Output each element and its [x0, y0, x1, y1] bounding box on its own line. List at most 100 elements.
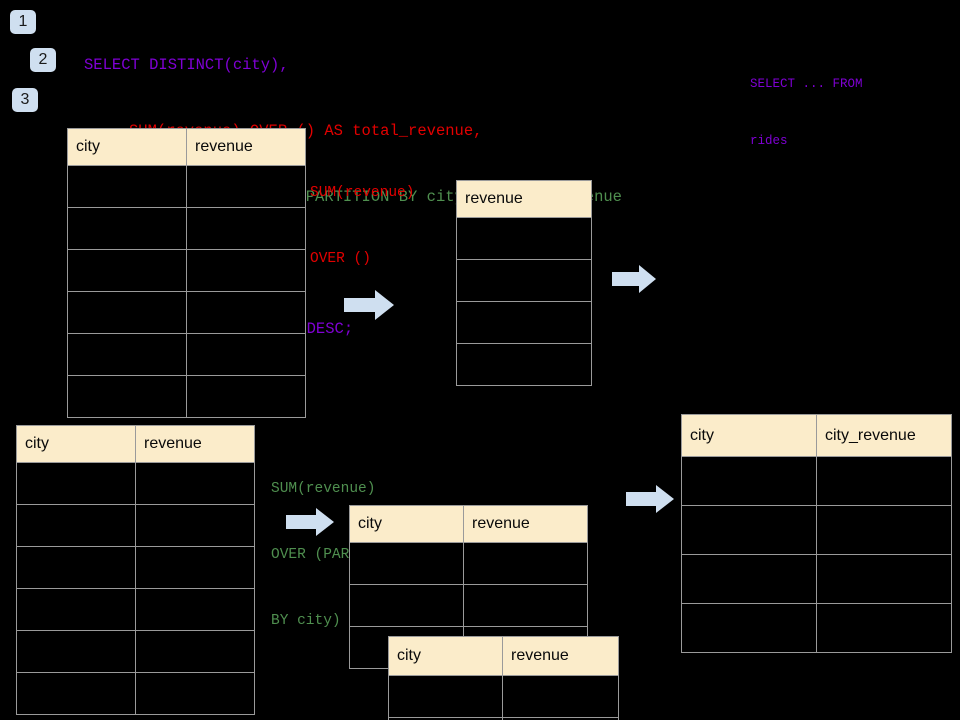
annotation-sum-over-empty-line-2: OVER () — [310, 251, 371, 267]
table-row[interactable] — [456, 301, 592, 344]
table-source-top-header-row: city revenue — [67, 128, 306, 166]
cell[interactable] — [816, 603, 952, 653]
cell[interactable] — [456, 301, 592, 344]
table-total-revenue: revenue — [456, 180, 592, 386]
arrow-total-to-result-icon — [612, 265, 656, 293]
side-note-line-1: SELECT ... FROM — [750, 77, 863, 91]
table-result-header-row: city city_revenue — [681, 414, 952, 457]
cell[interactable] — [67, 165, 187, 208]
step-badge-2[interactable]: 2 — [30, 48, 56, 72]
table-row[interactable] — [67, 249, 306, 292]
table-partition-front: city revenue — [388, 636, 619, 720]
cell[interactable] — [456, 217, 592, 260]
table-partition-back-header-row: city revenue — [349, 505, 588, 543]
cell[interactable] — [681, 505, 817, 555]
arrow-source-to-total-icon — [344, 290, 394, 320]
cell[interactable] — [502, 717, 619, 720]
cell[interactable] — [816, 505, 952, 555]
table-partition-back-header-revenue: revenue — [463, 505, 588, 543]
table-result: city city_revenue — [681, 414, 952, 653]
table-partition-front-header-row: city revenue — [388, 636, 619, 676]
table-row[interactable] — [456, 217, 592, 260]
table-row[interactable] — [16, 462, 255, 505]
cell[interactable] — [816, 554, 952, 604]
cell[interactable] — [67, 291, 187, 334]
cell[interactable] — [186, 375, 306, 418]
cell[interactable] — [349, 584, 464, 627]
table-source-bottom-header-row: city revenue — [16, 425, 255, 463]
table-row[interactable] — [681, 554, 952, 604]
cell[interactable] — [16, 504, 136, 547]
table-source-bottom: city revenue — [16, 425, 255, 715]
cell[interactable] — [456, 343, 592, 386]
table-partition-front-header-city: city — [388, 636, 503, 676]
annotation-sum-over-empty: SUM(revenue) OVER () — [310, 138, 414, 314]
table-row[interactable] — [456, 259, 592, 302]
cell[interactable] — [463, 584, 588, 627]
table-row[interactable] — [349, 542, 588, 585]
cell[interactable] — [135, 588, 255, 631]
cell[interactable] — [186, 249, 306, 292]
cell[interactable] — [456, 259, 592, 302]
cell[interactable] — [186, 291, 306, 334]
cell[interactable] — [681, 456, 817, 506]
arrow-partition-to-result-icon — [626, 485, 674, 513]
step-badge-3[interactable]: 3 — [12, 88, 38, 112]
table-row[interactable] — [456, 343, 592, 386]
table-source-top-header-revenue: revenue — [186, 128, 306, 166]
side-note-select-from-rides: SELECT ... FROM rides — [750, 37, 863, 189]
cell[interactable] — [16, 462, 136, 505]
cell[interactable] — [135, 546, 255, 589]
cell[interactable] — [135, 504, 255, 547]
cell[interactable] — [16, 672, 136, 715]
cell[interactable] — [349, 542, 464, 585]
cell[interactable] — [816, 456, 952, 506]
cell[interactable] — [463, 542, 588, 585]
cell[interactable] — [16, 630, 136, 673]
sql-line-select: SELECT DISTINCT(city), — [84, 56, 289, 74]
table-result-header-city-revenue: city_revenue — [816, 414, 952, 457]
cell[interactable] — [681, 554, 817, 604]
table-row[interactable] — [67, 333, 306, 376]
cell[interactable] — [67, 375, 187, 418]
cell[interactable] — [135, 672, 255, 715]
cell[interactable] — [186, 165, 306, 208]
table-row[interactable] — [67, 207, 306, 250]
table-row[interactable] — [16, 672, 255, 715]
cell[interactable] — [502, 675, 619, 718]
cell[interactable] — [67, 333, 187, 376]
cell[interactable] — [681, 603, 817, 653]
table-row[interactable] — [16, 504, 255, 547]
table-row[interactable] — [349, 584, 588, 627]
cell[interactable] — [186, 333, 306, 376]
side-note-line-2: rides — [750, 134, 788, 148]
table-row[interactable] — [681, 505, 952, 555]
table-row[interactable] — [67, 165, 306, 208]
annotation-sum-over-empty-line-1: SUM(revenue) — [310, 185, 415, 201]
cell[interactable] — [67, 249, 187, 292]
table-row[interactable] — [67, 291, 306, 334]
cell[interactable] — [16, 546, 136, 589]
cell[interactable] — [388, 675, 503, 718]
table-row[interactable] — [16, 630, 255, 673]
table-row[interactable] — [16, 546, 255, 589]
cell[interactable] — [16, 588, 136, 631]
table-row[interactable] — [388, 717, 619, 720]
cell[interactable] — [67, 207, 187, 250]
table-row[interactable] — [681, 456, 952, 506]
cell[interactable] — [135, 462, 255, 505]
table-row[interactable] — [681, 603, 952, 653]
table-row[interactable] — [16, 588, 255, 631]
table-partition-front-header-revenue: revenue — [502, 636, 619, 676]
cell[interactable] — [135, 630, 255, 673]
step-badge-1-label: 1 — [18, 13, 28, 30]
table-row[interactable] — [388, 675, 619, 718]
table-source-top: city revenue — [67, 128, 306, 418]
table-source-bottom-header-revenue: revenue — [135, 425, 255, 463]
table-partition-back-header-city: city — [349, 505, 464, 543]
step-badge-1[interactable]: 1 — [10, 10, 36, 34]
cell[interactable] — [186, 207, 306, 250]
step-badge-2-label: 2 — [38, 51, 48, 68]
table-row[interactable] — [67, 375, 306, 418]
